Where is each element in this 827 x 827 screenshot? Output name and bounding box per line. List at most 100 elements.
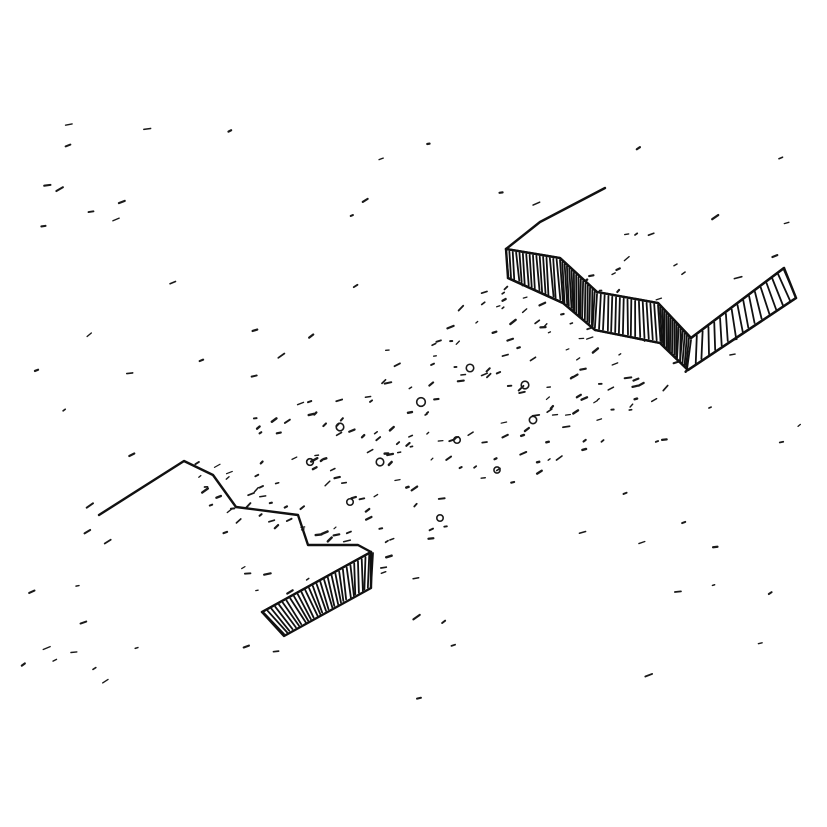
gravel-speck [199,476,201,478]
gravel-speck [260,514,262,516]
gravel-speck [216,496,221,498]
ground-speck [44,185,50,186]
gravel-speck [389,462,392,465]
ground-speck [29,591,34,593]
gravel-speck [255,475,258,477]
gravel-speck [446,457,451,460]
gravel-speck [246,503,250,508]
gravel-speck [566,414,571,415]
gravel-speck [612,273,615,275]
ground-speck [442,621,445,623]
right-block-back-edge [506,188,605,249]
hatch-stroke [615,297,616,332]
gravel-speck [546,397,549,400]
gravel-speck [523,297,527,298]
left-ground-block [99,461,373,636]
gravel-speck [573,410,578,413]
gravel-speck [482,291,487,293]
gravel-speck [503,299,506,301]
gravel-speck [431,458,433,460]
ground-speck [784,222,789,223]
gravel-speck [202,489,208,493]
gravel-speck [285,420,290,423]
hatch-stroke [585,283,586,319]
gravel-speck [287,590,292,593]
ground-speck [779,157,783,158]
gravel-speck [412,487,418,491]
ground-speck [135,648,138,649]
gravel-speck [476,322,478,323]
ground-speck [113,218,119,221]
gravel-speck [456,341,459,344]
ground-speck [363,199,368,202]
ground-speck [105,540,111,544]
gravel-pebble [529,416,536,423]
gravel-pebble [417,398,426,407]
gravel-speck [608,387,613,390]
gravel-speck [398,452,401,453]
gravel-speck [406,443,409,446]
ground-speck [625,234,629,235]
gravel-speck [292,457,297,459]
gravel-speck [347,532,351,534]
gravel-speck [395,363,400,366]
gravel-speck [277,433,281,434]
gravel-speck [597,419,601,420]
gravel-speck [635,399,638,400]
gravel-speck [406,487,408,488]
ground-speck [709,407,711,408]
gravel-speck [314,412,316,414]
gravel-speck [308,401,311,402]
ground-speck [53,659,56,661]
gravel-speck [395,480,400,481]
gravel-speck [287,519,292,521]
gravel-speck [521,435,524,436]
gravel-speck [260,432,262,433]
gravel-speck [227,509,231,513]
gravel-speck [530,357,535,360]
hatch-stroke [619,298,620,333]
hatch-stroke [623,299,624,334]
ground-speck [635,233,637,235]
gravel-speck [269,520,275,522]
gravel-speck [360,498,365,499]
gravel-speck [195,462,199,464]
gravel-speck [331,469,335,471]
gravel-speck [510,320,515,324]
hatch-stroke [589,288,590,323]
gravel-speck [589,275,593,276]
gravel-speck [432,344,436,346]
gravel-speck [242,567,245,569]
ground-speck [228,130,231,131]
gravel-speck [324,458,327,459]
gravel-speck [337,433,342,436]
gravel-speck [625,377,632,378]
gravel-speck [633,379,638,381]
gravel-speck [502,307,504,308]
gravel-speck [366,517,371,520]
gravel-speck [260,486,263,488]
gravel-pebble [521,381,529,389]
gravel-speck [381,567,386,568]
gravel-speck [248,493,254,495]
ground-speck [662,439,667,440]
gravel-speck [397,442,399,444]
gravel-speck [298,402,304,404]
gravel-speck [493,332,497,333]
gravel-speck [563,426,570,427]
ground-speck [127,373,133,374]
ground-speck [682,272,685,274]
gravel-speck [539,303,545,306]
ground-speck [417,698,421,699]
hatch-stroke [611,297,612,332]
gravel-speck [468,432,473,435]
gravel-speck [375,432,378,434]
ground-speck [379,158,383,159]
ground-speck [63,409,65,411]
gravel-speck [236,519,240,523]
gravel-speck [227,471,233,473]
gravel-speck [482,373,488,375]
gravel-speck [439,498,445,499]
gravel-speck [520,452,526,455]
gravel-speck [556,456,562,460]
